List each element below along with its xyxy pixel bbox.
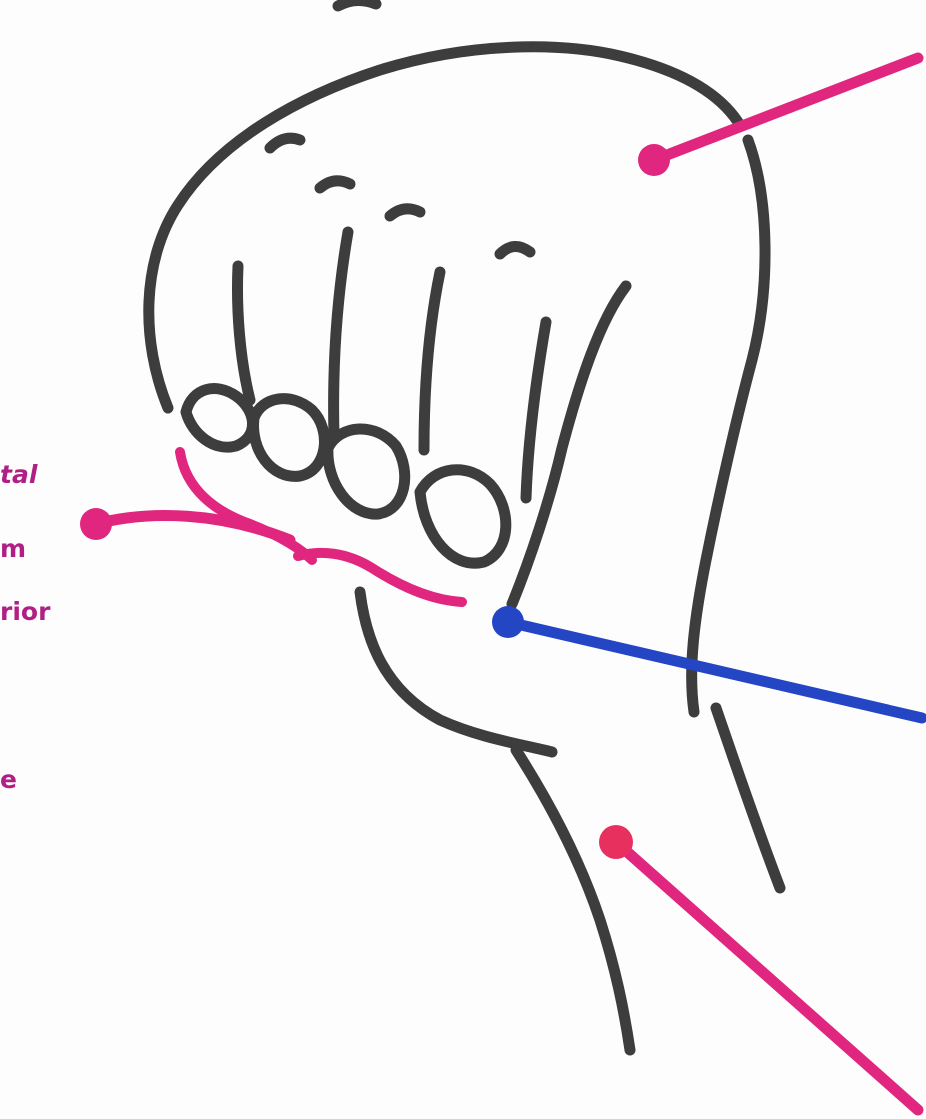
label-fragment-1: m [0, 534, 26, 564]
pointer-neck [599, 825, 918, 1110]
pointer-lip [80, 508, 290, 540]
fingertip-1 [186, 389, 253, 448]
chin-neck-outline [360, 592, 552, 752]
finger-stroke-1 [238, 266, 251, 400]
fingertip-4 [420, 470, 506, 563]
label-fragment-3: e [0, 765, 17, 795]
knuckle-mark-2 [320, 181, 350, 188]
finger-stroke-4 [526, 322, 546, 498]
knuckle-mark-4 [500, 246, 530, 254]
finger-stroke-2 [334, 232, 348, 436]
cut-off-letter-fragment [338, 0, 376, 6]
label-fragment-italic: tal [0, 460, 37, 490]
neck-front-line [516, 750, 630, 1050]
fingertip-3 [328, 429, 405, 514]
fingertip-2 [254, 399, 325, 477]
label-fragment-2: rior [0, 597, 50, 627]
lower-back-contour [716, 708, 780, 888]
finger-stroke-3 [424, 272, 440, 450]
knuckle-mark-1 [270, 138, 300, 148]
lip-stroke-lower [298, 553, 462, 602]
knuckle-mark-3 [390, 209, 420, 216]
pointer-chin-blue [492, 606, 922, 718]
back-contour [692, 140, 765, 712]
